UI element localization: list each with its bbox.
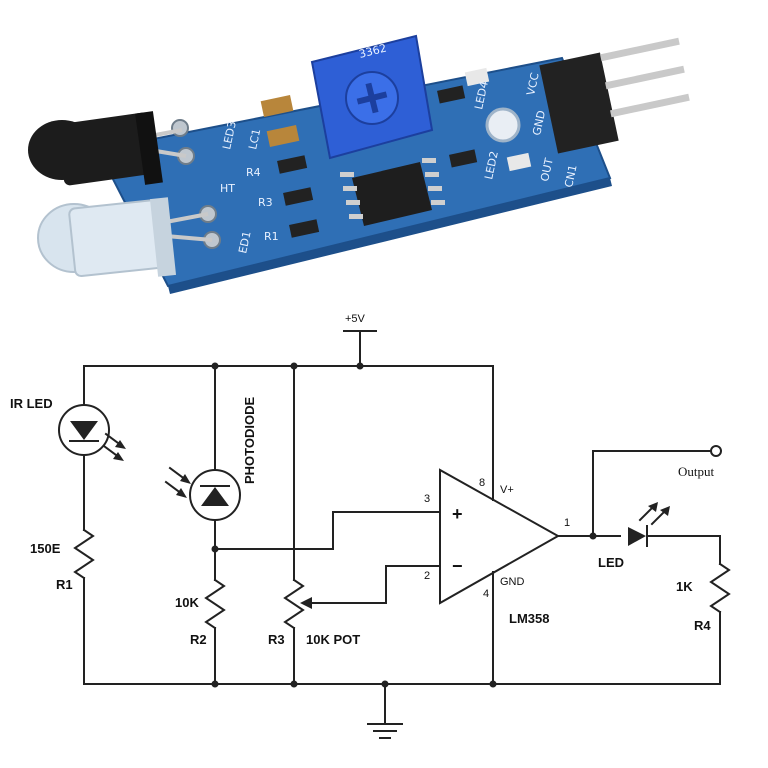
- output-branch: Output: [557, 445, 722, 537]
- silk-led3: LED3: [220, 120, 239, 151]
- r4-value: 1K: [676, 579, 693, 594]
- pin-header: [539, 37, 690, 154]
- silk-ed1: ED1: [236, 230, 253, 255]
- pin4-label: 4: [483, 588, 489, 600]
- silk-led4: LED4: [472, 80, 491, 111]
- ir-led-photo: [28, 111, 163, 186]
- mounting-hole: [485, 107, 521, 143]
- pin3-label: 3: [424, 493, 430, 505]
- plus-sign: +: [452, 504, 463, 524]
- ir-emission-arrows: [102, 432, 126, 461]
- lm358-chip: [340, 158, 445, 226]
- indicator-led-symbol: [628, 527, 646, 546]
- ground-symbol: [367, 683, 403, 739]
- r4-resistor: [709, 562, 731, 614]
- r3-potentiometer: [283, 578, 305, 630]
- silk-ht: HT: [220, 182, 235, 195]
- photodiode-led-photo: [37, 197, 177, 278]
- opamp-label: LM358: [509, 611, 549, 626]
- ir-led-label: IR LED: [10, 396, 53, 411]
- minus-sign: −: [452, 556, 463, 576]
- wiper-arrow: [300, 597, 312, 609]
- output-terminal: [710, 445, 722, 457]
- vplus-label: V+: [500, 484, 514, 496]
- r2-name: R2: [190, 632, 207, 647]
- ir-led-branch: IR LED 150E R1: [10, 365, 126, 685]
- silk-out: OUT: [538, 157, 556, 183]
- photodiode-incident-arrows: [164, 466, 191, 498]
- pcb-board-edge: [168, 178, 612, 294]
- lm358-opamp: + − 3 2 8 4 1 V+ GND LM358: [424, 365, 570, 685]
- silk-r3: R3: [258, 196, 273, 209]
- r2-resistor: [204, 578, 226, 630]
- pin2-label: 2: [424, 570, 430, 582]
- silk-vcc: VCC: [524, 71, 542, 96]
- supply-label: +5V: [345, 313, 366, 325]
- r1-name: R1: [56, 577, 73, 592]
- pin1-label: 1: [564, 517, 570, 529]
- wire-to-noninverting: [214, 511, 441, 550]
- r2-value: 10K: [175, 595, 199, 610]
- r1-resistor: [73, 528, 95, 580]
- schematic: +5V: [10, 313, 731, 739]
- pin8-label: 8: [479, 477, 485, 489]
- photodiode-branch: PHOTODIODE 10K R2: [164, 365, 257, 685]
- r4-name: R4: [694, 618, 711, 633]
- silk-r4: R4: [246, 166, 261, 179]
- silk-cn1: CN1: [562, 163, 579, 188]
- supply-5v: +5V: [343, 313, 377, 367]
- r3-name: R3: [268, 632, 285, 647]
- led-label: LED: [598, 555, 624, 570]
- photodiode-label: PHOTODIODE: [242, 397, 257, 484]
- gnd-pin-label: GND: [500, 576, 525, 588]
- potentiometer-branch: R3 10K POT: [268, 365, 441, 685]
- silk-gnd: GND: [530, 109, 548, 136]
- indicator-led-branch: LED 1K R4: [598, 502, 731, 685]
- smd-components: [260, 67, 532, 238]
- ir-sensor-module-photo: 3362 LED3 LC1: [28, 34, 690, 294]
- led-emission-arrows: [638, 502, 670, 526]
- silk-led2: LED2: [482, 150, 501, 181]
- silkscreen-labels: LED3 LC1 R4 R3 R1 HT ED1 OUT GND VCC CN1…: [220, 71, 580, 254]
- silk-r1: R1: [264, 230, 279, 243]
- r1-value: 150E: [30, 541, 61, 556]
- trimmer-potentiometer: 3362: [310, 34, 434, 160]
- silk-lc1: LC1: [246, 128, 263, 151]
- output-label: Output: [678, 464, 715, 479]
- r3-value: 10K POT: [306, 632, 360, 647]
